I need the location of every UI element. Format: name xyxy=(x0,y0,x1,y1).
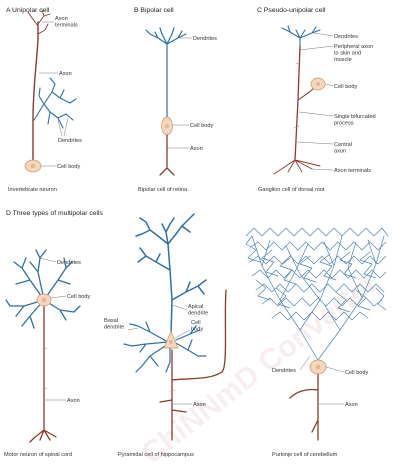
panel-c: C Pseudo-unipolar cell Dendrites Periphe… xyxy=(257,7,376,193)
label-motor-cell-body: Cell body xyxy=(67,294,91,300)
label-c-single-process: Single bifurcatedprocess xyxy=(334,114,376,126)
caption-c: Ganglion cell of dorsal root xyxy=(258,187,325,193)
node-mark xyxy=(296,62,301,64)
motor-neuron-panel: Dendrites Cell body Axon Motor neuron of… xyxy=(4,250,91,458)
label-purkinje-axon: Axon xyxy=(345,402,358,408)
label-pyramidal-apical-dendrite: Apicaldendrite xyxy=(188,304,208,316)
label-c-cell-body: Cell body xyxy=(334,84,358,90)
panel-a: A Unipolar cell Axonterminals Axon Dendr… xyxy=(6,7,82,193)
label-a-axon: Axon xyxy=(59,71,72,77)
pseudo-unipolar-dendrites xyxy=(282,26,320,46)
pseudo-unipolar-neuron xyxy=(274,26,325,174)
bipolar-neuron xyxy=(146,28,186,175)
pyramidal-nucleus xyxy=(169,340,173,344)
label-pyramidal-cell-body: Cellbody xyxy=(191,320,203,332)
label-b-axon: Axon xyxy=(190,146,203,152)
label-c-axon-terminals: Axon terminals xyxy=(334,168,371,174)
caption-purkinje: Purkinje cell of cerebellum xyxy=(272,452,338,458)
caption-a: Invertebrate neuron xyxy=(8,187,57,193)
label-c-central-axon: Centralaxon xyxy=(334,142,352,154)
label-pyramidal-basal-dendrite: Basaldendrite xyxy=(104,318,124,330)
label-c-peripheral-axon: Peripheral axonto skin andmuscle xyxy=(334,44,373,63)
label-c-dendrites: Dendrites xyxy=(334,34,358,40)
unipolar-dendrites xyxy=(34,78,76,128)
label-motor-dendrites: Dendrites xyxy=(57,260,81,266)
label-motor-axon: Axon xyxy=(67,398,80,404)
purkinje-nucleus xyxy=(316,365,321,370)
unipolar-neuron xyxy=(25,10,76,172)
label-a-dendrites: Dendrites xyxy=(58,138,82,144)
unipolar-nucleus xyxy=(31,164,35,168)
pseudo-unipolar-nucleus xyxy=(316,82,320,86)
purkinje-axon xyxy=(290,372,318,440)
bipolar-dendrites xyxy=(146,28,186,118)
caption-motor: Motor neuron of spinal cord xyxy=(4,452,72,458)
bipolar-axon xyxy=(160,135,174,175)
motor-nucleus xyxy=(42,298,46,302)
panel-b: B Bipolar cell Dendrites Cell body Axon … xyxy=(134,7,217,193)
label-b-cell-body: Cell body xyxy=(190,123,214,129)
label-a-cell-body: Cell body xyxy=(57,164,81,170)
motor-neuron xyxy=(6,250,80,442)
panel-b-heading: B Bipolar cell xyxy=(134,7,174,14)
pseudo-unipolar-stem xyxy=(298,88,314,100)
panel-d-heading: D Three types of multipolar cells xyxy=(6,210,104,217)
bipolar-nucleus xyxy=(165,124,169,128)
pseudo-unipolar-terminals xyxy=(274,160,320,174)
pyramidal-apical-dendrite xyxy=(136,214,206,335)
label-purkinje-cell-body: Cell body xyxy=(345,370,369,376)
unipolar-axon xyxy=(33,22,38,163)
caption-b: Bipolar cell of retina xyxy=(138,187,188,193)
label-a-axon-terminals: Axonterminals xyxy=(55,16,78,28)
panel-c-heading: C Pseudo-unipolar cell xyxy=(257,7,326,14)
label-b-dendrites: Dendrites xyxy=(193,36,217,42)
